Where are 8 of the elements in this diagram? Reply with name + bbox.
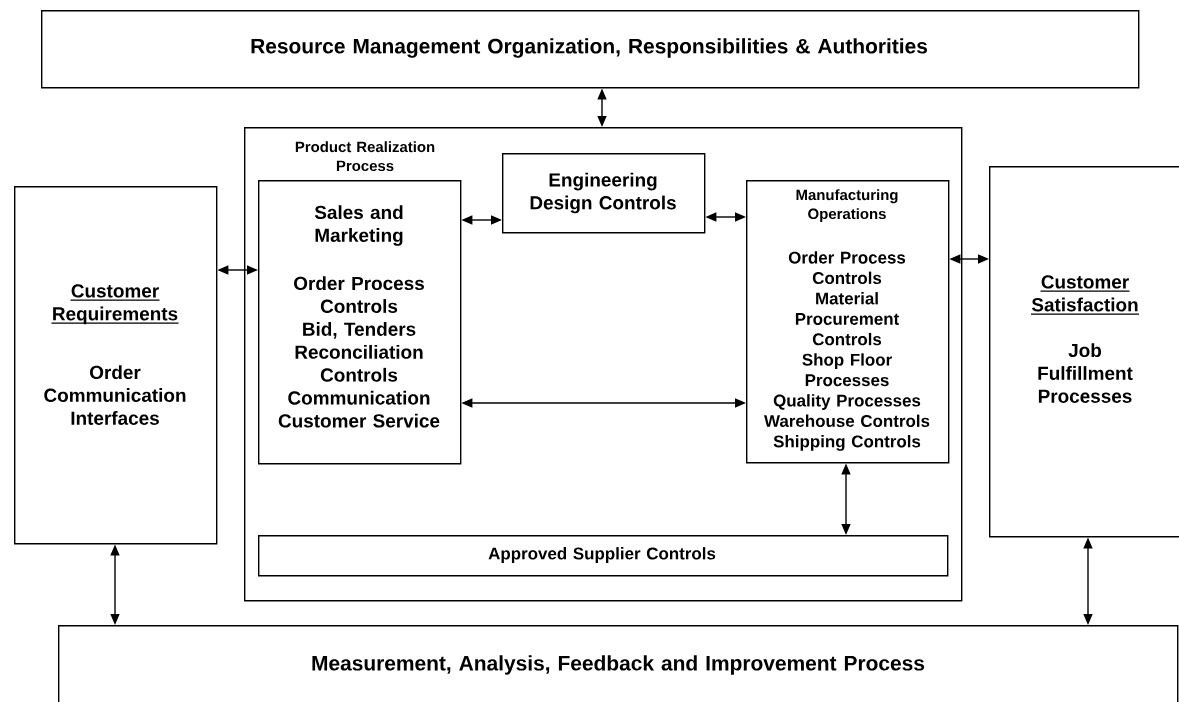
- process-box: Sales and Marketing Order Process Controls Bid, Tenders Reconciliation Controls Communication Customer Service: [258, 180, 462, 465]
- process-box: Approved Supplier Controls: [258, 535, 949, 577]
- process-box: Measurement, Analysis, Feedback and Improvement Process: [58, 625, 1179, 702]
- process-box: Customer Satisfaction Job Fulfillment Processes: [989, 166, 1179, 538]
- process-box: Engineering Design Controls: [502, 153, 706, 234]
- process-box: Customer Requirements Order Communication Interfaces: [14, 186, 218, 545]
- process-box: Manufacturing Operations Order Process Controls Material Procurement Controls Shop Floor Processes Quality Processes Warehouse Controls Shipping Controls: [746, 180, 950, 464]
- process-box: Resource Management Organization, Responsibilities & Authorities: [41, 10, 1140, 89]
